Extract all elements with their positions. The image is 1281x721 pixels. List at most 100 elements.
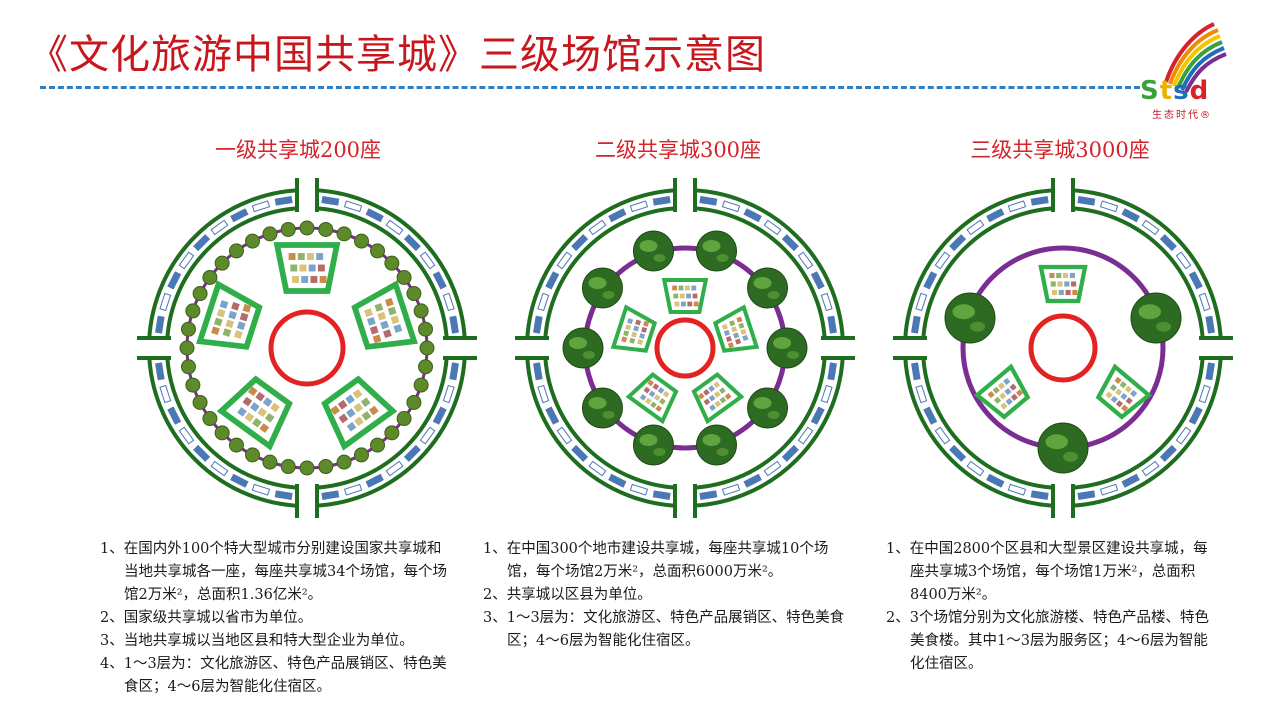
note-item: 2、国家级共享城以省市为单位。 (100, 610, 313, 626)
wall-segment (966, 460, 985, 477)
small-globe-icon (299, 460, 315, 476)
notes-level-3: 1、在中国2800个区县和大型景区建设共享城，每座共享城3个场馆，每个场馆1万米… (886, 538, 1216, 676)
small-globe-icon (418, 359, 434, 375)
central-core-circle (1028, 313, 1098, 383)
small-globe-icon (370, 437, 386, 453)
note-item: 3、1～3层为：文化旅游区、特色产品展销区、特色美食区；4～6层为智能化住宿区。 (483, 610, 845, 649)
wall-segment (210, 460, 229, 477)
wall-segment (1205, 362, 1215, 381)
wall-segment (167, 406, 182, 425)
wall-segment (629, 483, 649, 496)
wall-segment (178, 251, 195, 270)
venue-hall-icon (610, 304, 658, 353)
wall-segment (419, 426, 436, 445)
globe-icon (696, 424, 738, 466)
wall-segment (533, 315, 543, 334)
wall-segment (556, 251, 573, 270)
wall-segment (699, 196, 718, 206)
small-globe-icon (202, 411, 218, 427)
wall-segment (986, 473, 1005, 488)
wall-segment (721, 200, 741, 213)
small-globe-icon (413, 303, 429, 319)
globe-icon (1037, 422, 1089, 474)
small-globe-icon (396, 269, 412, 285)
wall-segment (230, 473, 249, 488)
wall-segment (1121, 473, 1140, 488)
wall-segment (781, 444, 799, 462)
wall-segment (545, 271, 560, 290)
small-globe-icon (419, 340, 435, 356)
wall-segment (210, 219, 229, 236)
level-2-city-diagram (515, 178, 855, 518)
wall-segment (419, 251, 436, 270)
small-globe-icon (245, 447, 261, 463)
wall-segment (934, 251, 951, 270)
small-globe-icon (336, 226, 352, 242)
small-globe-icon (180, 321, 196, 337)
wall-segment (1175, 251, 1192, 270)
wall-segment (230, 208, 249, 223)
level-3-city-diagram (893, 178, 1233, 518)
small-globe-icon (406, 394, 422, 410)
stsd-logo-icon (1164, 22, 1227, 93)
venue-hall-icon (351, 280, 418, 350)
wall-segment (915, 292, 928, 312)
wall-segment (403, 444, 421, 462)
wall-segment (820, 384, 833, 404)
venue-hall-icon (661, 277, 709, 315)
wall-segment (167, 271, 182, 290)
small-globe-icon (406, 286, 422, 302)
wall-segment (1188, 271, 1203, 290)
logo-wordmark: Stsd (1140, 76, 1210, 106)
wall-segment (385, 219, 404, 236)
wall-segment (820, 292, 833, 312)
small-globe-icon (214, 255, 230, 271)
note-item: 3、当地共享城以当地区县和特大型企业为单位。 (100, 633, 414, 649)
wall-segment (763, 219, 782, 236)
note-item: 1、在中国300个地市建设共享城，每座共享城10个场馆，每个场馆2万米²，总面积… (483, 541, 829, 580)
wall-segment (923, 406, 938, 425)
small-globe-icon (214, 425, 230, 441)
globe-icon (696, 230, 738, 272)
wall-segment (629, 200, 649, 213)
small-globe-icon (262, 454, 278, 470)
wall-segment (1099, 483, 1119, 496)
wall-segment (797, 251, 814, 270)
wall-segment (155, 315, 165, 334)
small-globe-icon (185, 303, 201, 319)
small-globe-icon (336, 454, 352, 470)
globe-icon (632, 424, 674, 466)
wall-segment (1007, 200, 1027, 213)
small-globe-icon (192, 394, 208, 410)
wall-segment (608, 473, 627, 488)
globe-icon (766, 327, 808, 369)
wall-segment (934, 426, 951, 445)
wall-segment (571, 444, 589, 462)
venue-hall-icon (216, 375, 293, 451)
wall-segment (763, 460, 782, 477)
small-globe-icon (262, 226, 278, 242)
globe-icon (747, 267, 789, 309)
wall-segment (949, 444, 967, 462)
wall-segment (1188, 406, 1203, 425)
wall-segment (810, 271, 825, 290)
wall-segment (1175, 426, 1192, 445)
wall-segment (966, 219, 985, 236)
wall-segment (810, 406, 825, 425)
logo-subtitle: 生态时代® (1152, 110, 1212, 121)
wall-segment (533, 362, 543, 381)
wall-segment (365, 208, 384, 223)
wall-segment (193, 444, 211, 462)
wall-segment (743, 473, 762, 488)
wall-segment (588, 460, 607, 477)
wall-segment (449, 315, 459, 334)
small-globe-icon (228, 243, 244, 259)
wall-segment (343, 200, 363, 213)
wall-segment (781, 234, 799, 252)
wall-segment (923, 271, 938, 290)
wall-segment (915, 384, 928, 404)
wall-segment (1030, 196, 1049, 206)
notes-level-1: 1、在国内外100个特大型城市分别建设国家共享城和当地共享城各一座，每座共享城3… (100, 538, 450, 699)
globe-icon (747, 387, 789, 429)
wall-segment (652, 196, 671, 206)
